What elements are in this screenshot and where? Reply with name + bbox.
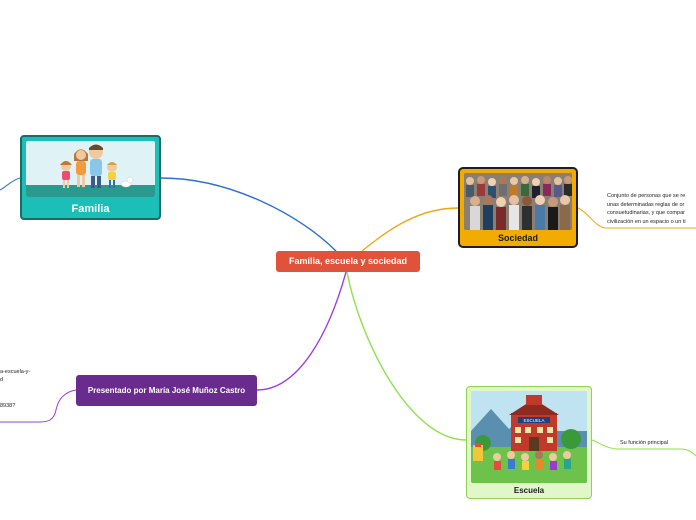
central-topic[interactable]: Familia, escuela y sociedad bbox=[276, 251, 420, 272]
branch-familia bbox=[160, 177, 337, 252]
sociedad-note-line: unas determinadas reglas de or bbox=[607, 201, 685, 208]
presentado-note-line: a-escuela-y- bbox=[0, 369, 31, 375]
branch-sociedad bbox=[361, 207, 459, 252]
sociedad-note-line: civilización en un espacio o un ti bbox=[607, 218, 686, 225]
branch-sociedad-note bbox=[577, 207, 696, 229]
family-illustration bbox=[26, 141, 155, 197]
crowd-photo bbox=[464, 173, 572, 230]
topic-escuela[interactable]: ESCUELA bbox=[466, 386, 592, 499]
topic-presentado[interactable]: Presentado por María José Muñoz Castro bbox=[76, 375, 257, 406]
school-illustration: ESCUELA bbox=[471, 391, 587, 483]
topic-familia[interactable]: Familia bbox=[20, 135, 161, 220]
sociedad-note-line: Conjunto de personas que se re bbox=[607, 193, 686, 199]
branch-escuela-sub bbox=[591, 439, 696, 457]
branch-escuela bbox=[346, 271, 467, 441]
sociedad-label: Sociedad bbox=[497, 233, 538, 243]
presentado-note-line: 8938? bbox=[0, 403, 16, 409]
escuela-subtopic[interactable]: Su función principal bbox=[620, 440, 669, 446]
familia-label: Familia bbox=[71, 203, 110, 215]
branch-familia-left bbox=[0, 177, 21, 191]
topic-sociedad[interactable]: Sociedad bbox=[458, 167, 578, 248]
presentado-note-line: d bbox=[0, 377, 4, 383]
school-sign: ESCUELA bbox=[523, 418, 544, 423]
sociedad-note: Conjunto de personas que se re unas dete… bbox=[607, 192, 686, 226]
presentado-label: Presentado por María José Muñoz Castro bbox=[87, 385, 246, 395]
branch-presentado-left bbox=[0, 389, 77, 423]
branch-presentado bbox=[256, 271, 347, 391]
sociedad-note-line: consuetudinarias, y que compar bbox=[607, 210, 685, 216]
escuela-label: Escuela bbox=[513, 486, 545, 495]
